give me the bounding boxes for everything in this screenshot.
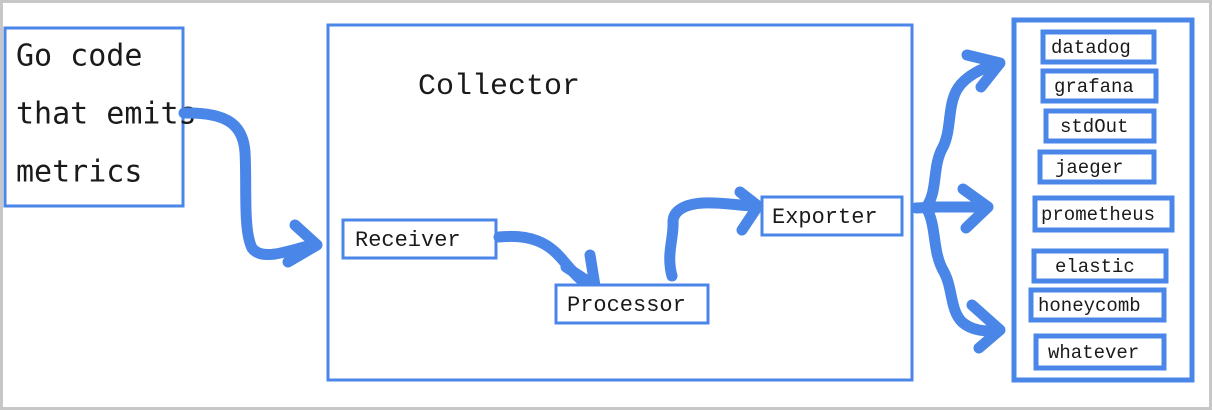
backend-item-whatever-rect: [1033, 333, 1167, 371]
arrow-source-to-receiver: [178, 107, 323, 268]
backend-item-stdout-rect: [1043, 108, 1157, 144]
backend-item-jaeger[interactable]: jaeger: [1037, 149, 1157, 185]
stage-receiver[interactable]: Receiver: [341, 218, 498, 260]
stage-exporter[interactable]: Exporter: [760, 195, 904, 237]
stage-exporter-rect: [760, 195, 904, 237]
stage-processor-rect: [554, 283, 710, 325]
backend-item-grafana[interactable]: grafana: [1040, 68, 1159, 104]
stage-processor-label: Processor: [567, 293, 686, 318]
go-code-box-rect: [3, 26, 185, 208]
arrow-fanout-top-shaft: [921, 58, 1003, 212]
collector-title: Collector: [418, 70, 580, 104]
backend-item-grafana-rect: [1040, 68, 1159, 104]
backend-item-honeycomb-label: honeycomb: [1038, 295, 1141, 317]
arrow-processor-to-exporter: [664, 186, 764, 282]
go-code-line-2: that emits: [16, 97, 197, 132]
backend-item-grafana-label: grafana: [1054, 76, 1134, 98]
backend-item-jaeger-label: jaeger: [1055, 157, 1123, 179]
canvas-frame-right: [1209, 0, 1212, 410]
backend-item-prometheus-rect: [1032, 195, 1175, 233]
canvas-frame-top: [0, 0, 1212, 3]
backend-item-stdout[interactable]: stdOut: [1043, 108, 1157, 144]
backend-item-datadog-rect: [1040, 29, 1157, 65]
arrow-processor-to-exporter-head: [734, 186, 764, 236]
backends-panel[interactable]: datadog grafana stdOut jaeger prometheus: [1011, 17, 1195, 383]
arrow-processor-to-exporter-shaft: [664, 197, 761, 282]
backend-item-elastic-rect: [1031, 248, 1169, 284]
canvas-frame-bottom: [0, 407, 1212, 410]
backend-item-prometheus[interactable]: prometheus: [1032, 195, 1175, 233]
stage-processor[interactable]: Processor: [554, 283, 710, 325]
go-code-box[interactable]: Go code that emits metrics: [3, 26, 197, 208]
go-code-line-3: metrics: [16, 155, 142, 190]
backend-item-stdout-label: stdOut: [1060, 116, 1128, 138]
arrow-source-to-receiver-head: [282, 219, 323, 268]
stage-exporter-label: Exporter: [772, 205, 878, 230]
backend-item-jaeger-rect: [1037, 149, 1157, 185]
canvas-frame-left: [0, 0, 3, 410]
arrow-fanout-mid-head: [957, 183, 994, 234]
backend-item-honeycomb-rect: [1028, 287, 1167, 323]
backend-item-elastic-label: elastic: [1055, 256, 1135, 278]
backend-item-honeycomb[interactable]: honeycomb: [1028, 287, 1167, 323]
arrow-exporter-fanout: [910, 49, 1006, 354]
arrow-fanout-top-head: [961, 49, 1006, 93]
go-code-line-1: Go code: [16, 39, 142, 74]
arrow-fanout-bot-head: [966, 299, 1006, 354]
backend-item-datadog[interactable]: datadog: [1040, 29, 1157, 65]
stage-receiver-label: Receiver: [355, 228, 461, 253]
backend-item-datadog-label: datadog: [1051, 37, 1131, 59]
backend-item-elastic[interactable]: elastic: [1031, 248, 1169, 284]
arrow-fanout-bot-shaft: [921, 203, 1003, 337]
backend-item-prometheus-label: prometheus: [1041, 204, 1155, 226]
backend-item-whatever-label: whatever: [1048, 342, 1139, 364]
backend-item-whatever[interactable]: whatever: [1033, 333, 1167, 371]
arrow-source-to-receiver-shaft: [178, 107, 318, 261]
